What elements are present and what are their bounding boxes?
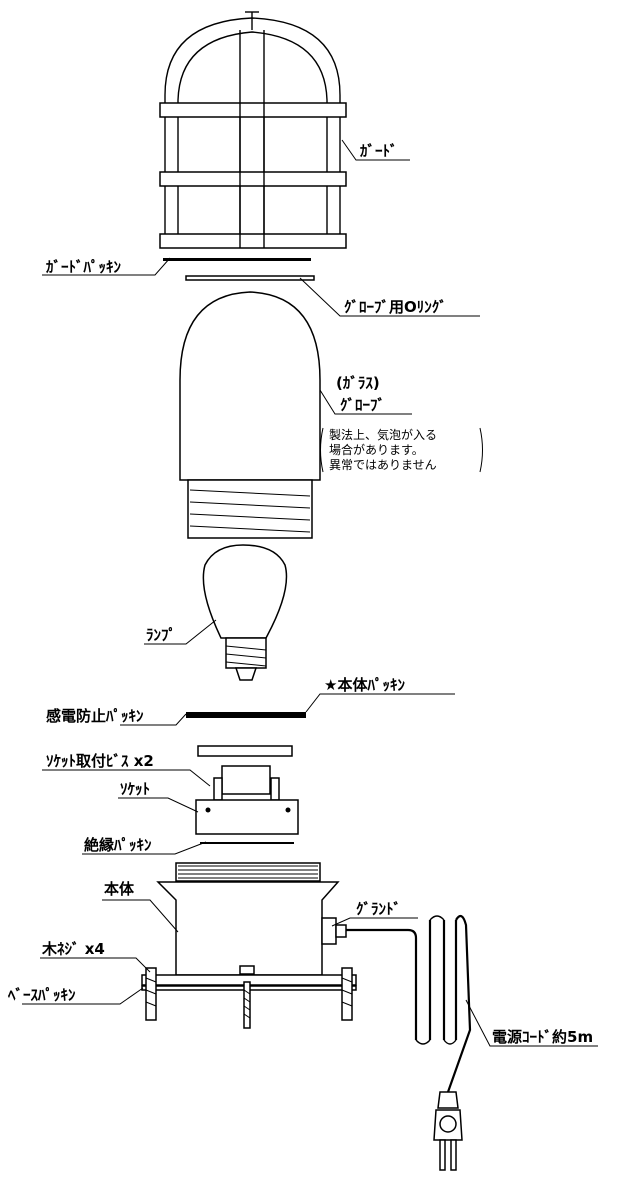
label-insulation-packing: 絶縁ﾊﾟｯｷﾝ: [84, 836, 152, 854]
label-lamp: ﾗﾝﾌﾟ: [146, 626, 176, 644]
label-glass: (ｶﾞﾗｽ): [336, 374, 380, 392]
label-guard: ｶﾞｰﾄﾞ: [360, 142, 398, 160]
glass-globe-part: [179, 291, 321, 539]
insulation-packing-part: [200, 842, 294, 844]
label-socket: ｿｹｯﾄ: [120, 780, 150, 798]
label-base-packing: ﾍﾞｰｽﾊﾟｯｷﾝ: [7, 986, 76, 1004]
power-cord-part: [346, 914, 472, 1171]
label-power-cord: 電源ｺｰﾄﾞ約5m: [492, 1028, 593, 1046]
note-line-3: 異常ではありません: [329, 458, 437, 472]
label-globe: ｸﾞﾛｰﾌﾞ: [340, 396, 385, 414]
o-ring-part: [185, 275, 315, 281]
label-wood-screw: 木ﾈｼﾞ x4: [41, 940, 105, 958]
note-bracket: [320, 427, 483, 473]
label-glove-oring: ｸﾞﾛｰﾌﾞ用Oﾘﾝｸﾞ: [344, 298, 447, 316]
label-guard-packing: ｶﾞｰﾄﾞﾊﾟｯｷﾝ: [46, 258, 122, 276]
guard-packing-part: [163, 258, 311, 261]
label-body-packing: ★本体ﾊﾟｯｷﾝ: [324, 676, 405, 694]
note-line-1: 製法上、気泡が入る: [329, 427, 437, 442]
leader-lines: [22, 139, 598, 1047]
body-packing-part: [186, 712, 306, 718]
socket-part: [195, 765, 299, 835]
label-socket-screw: ｿｹｯﾄ取付ﾋﾞｽ x2: [46, 752, 154, 770]
guard-cage: [159, 11, 347, 249]
body-housing-part: [141, 862, 357, 1029]
label-body: 本体: [104, 880, 135, 898]
label-gland: ｸﾞﾗﾝﾄﾞ: [356, 900, 401, 918]
note-line-2: 場合があります。: [329, 442, 424, 457]
label-shock-packing: 感電防止ﾊﾟｯｷﾝ: [46, 707, 144, 725]
shock-packing-part: [197, 745, 293, 757]
lamp-bulb-part: [202, 544, 288, 681]
